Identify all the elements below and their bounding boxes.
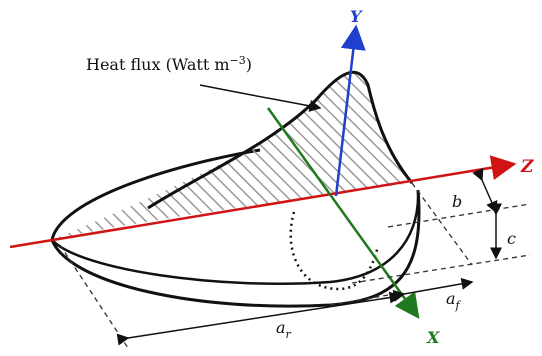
dim-af-label: af bbox=[446, 289, 462, 312]
guide-dash-2 bbox=[387, 203, 531, 228]
z-axis-label: Z bbox=[520, 157, 534, 177]
dim-c-label: c bbox=[507, 229, 516, 248]
guide-dash-1 bbox=[411, 182, 473, 266]
body-front-rim bbox=[51, 189, 420, 285]
x-axis-label: X bbox=[426, 328, 440, 347]
dim-b-label: b bbox=[452, 192, 462, 211]
dim-ar-label: ar bbox=[276, 318, 292, 341]
y-axis-line bbox=[334, 24, 366, 197]
caption-pointer bbox=[199, 84, 322, 112]
heat-flux-hatch bbox=[52, 72, 412, 240]
dim-ar-arrow bbox=[116, 291, 402, 346]
dim-b-arrow bbox=[472, 167, 498, 214]
y-axis-label: Y bbox=[350, 7, 363, 26]
dim-af-arrow bbox=[392, 277, 474, 302]
heat-flux-caption: Heat flux (Watt m−3) bbox=[86, 54, 252, 74]
body-upper-rim bbox=[50, 148, 261, 241]
guide-dash-3 bbox=[351, 254, 531, 284]
guide-dash-4 bbox=[59, 244, 129, 349]
dotted-section bbox=[289, 211, 380, 291]
heat-flux-peak-outline bbox=[147, 70, 414, 210]
z-axis-line bbox=[9, 155, 517, 249]
